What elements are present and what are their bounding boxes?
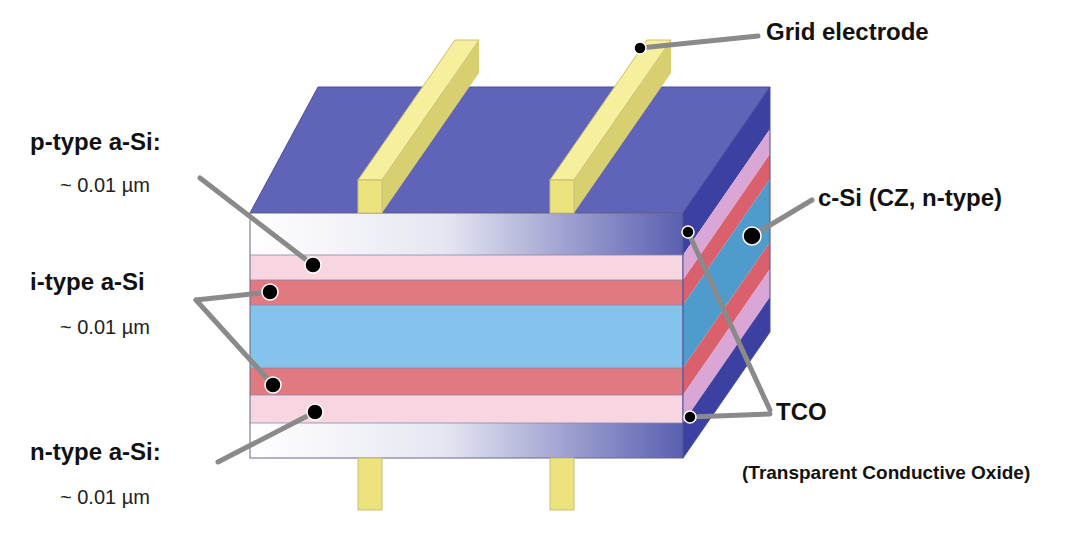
thickness-label: ~ 0.01 µm (60, 174, 150, 197)
thickness-label: ~ 0.01 µm (60, 486, 150, 509)
thickness-label: ~ 0.01 µm (60, 316, 150, 339)
layer-label: n-type a-Si: (30, 438, 161, 466)
part-label: Grid electrode (766, 18, 929, 46)
layer-label: p-type a-Si: (30, 128, 161, 156)
part-label: TCO (776, 398, 827, 426)
part-label: c-Si (CZ, n-type) (818, 184, 1002, 212)
note-label: (Transparent Conductive Oxide) (742, 462, 1030, 484)
layer-label: i-type a-Si (30, 268, 145, 296)
